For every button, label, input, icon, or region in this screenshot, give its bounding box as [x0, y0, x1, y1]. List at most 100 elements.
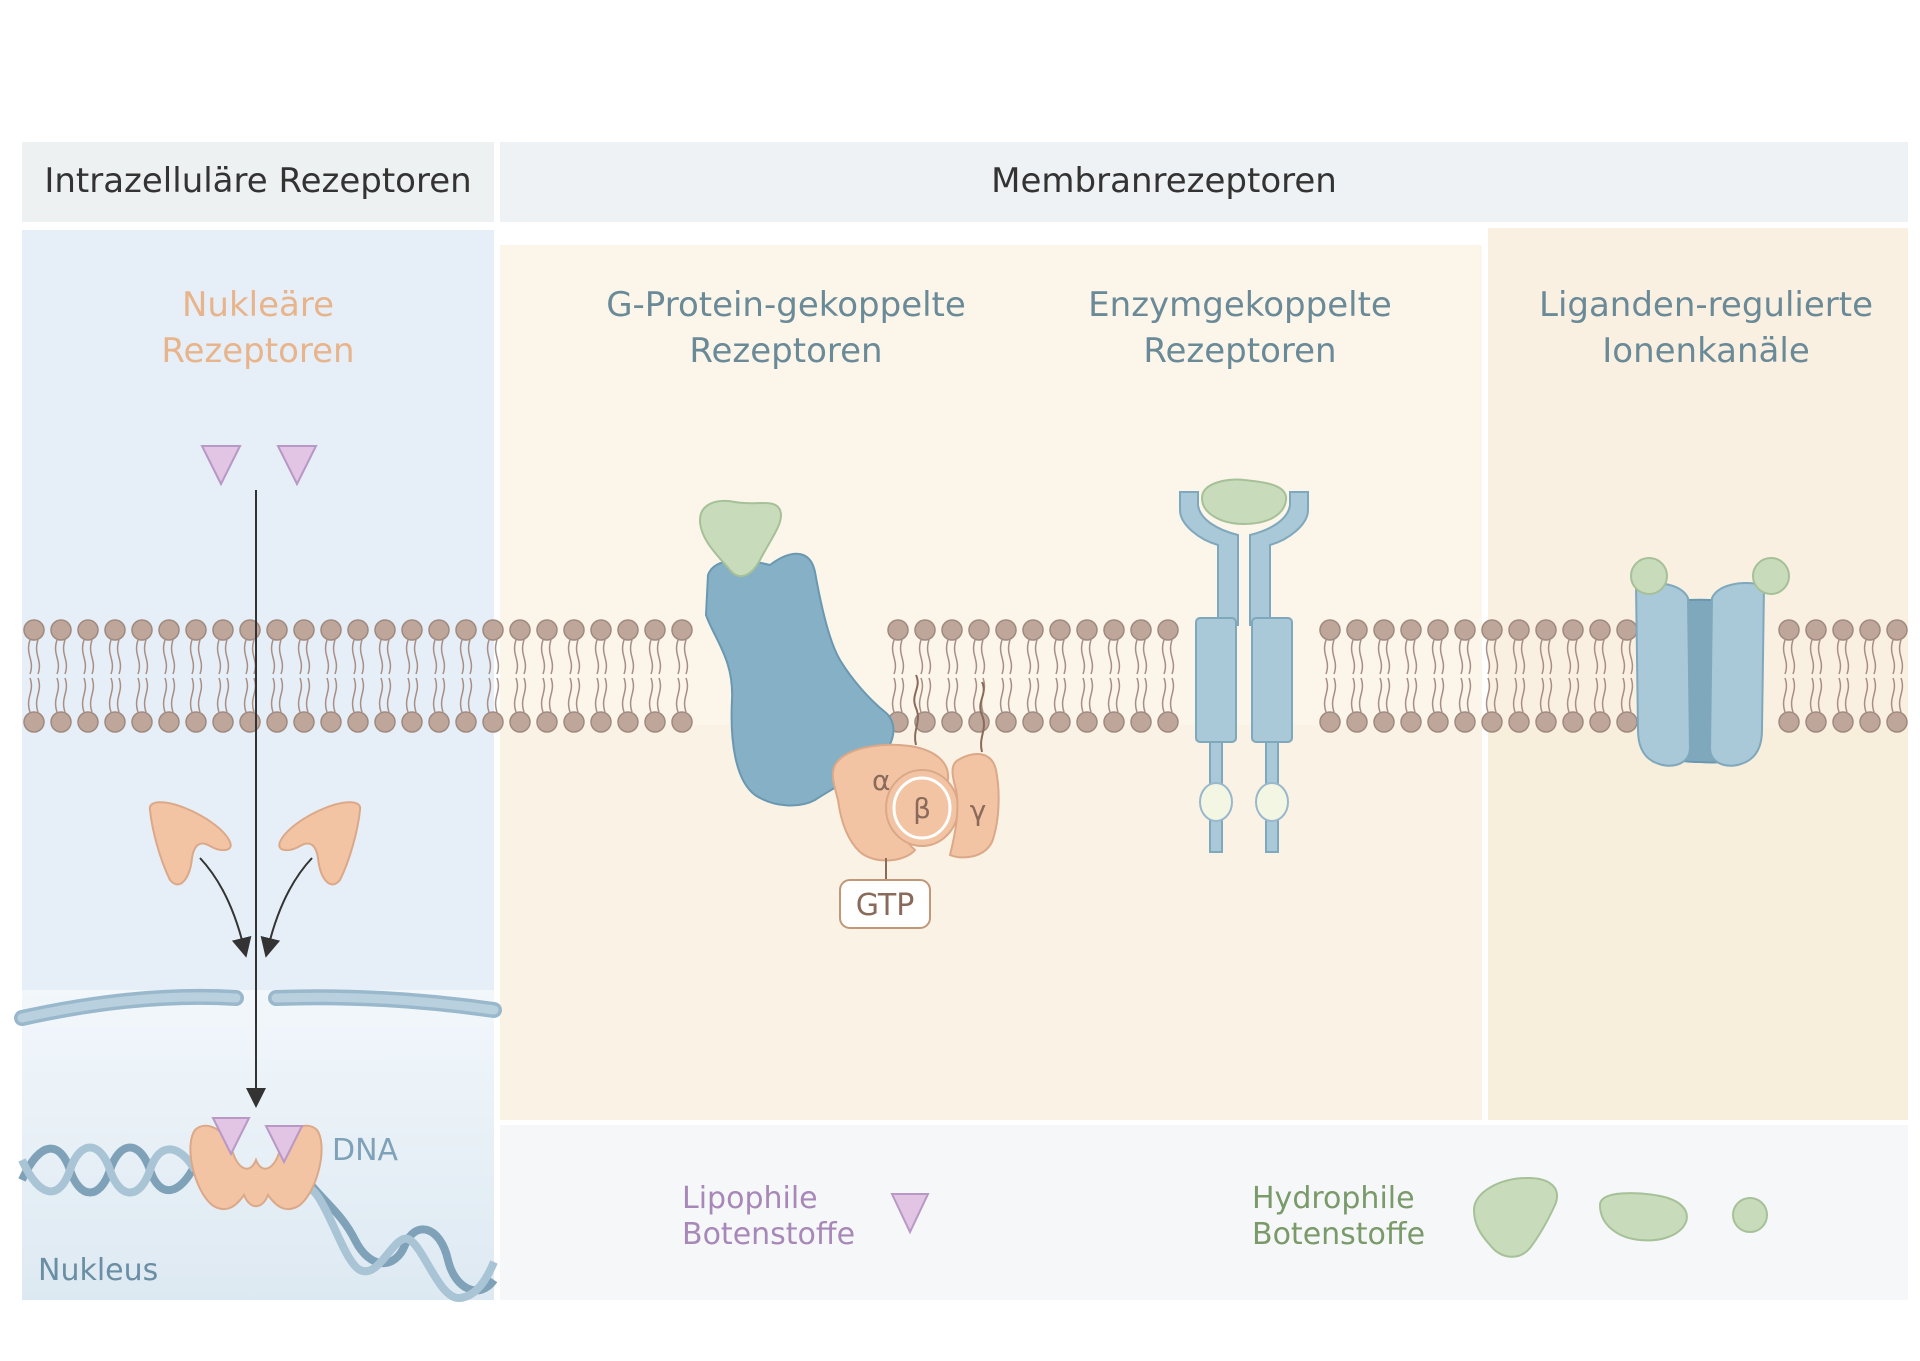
lipid-head	[1319, 619, 1341, 641]
lipid-head	[1427, 619, 1449, 641]
lipid-tail	[1439, 677, 1445, 713]
lipid-tail	[1817, 677, 1823, 713]
lipid-tail	[521, 639, 527, 675]
lipid-head	[1400, 619, 1422, 641]
lipid-tail	[135, 677, 141, 713]
lipid-tail	[224, 677, 230, 713]
lipid-tail	[899, 677, 905, 713]
lipid-tail	[1890, 639, 1896, 675]
lipid-tail	[1331, 677, 1337, 713]
lipid-head	[1832, 619, 1854, 641]
lipid-tail	[1115, 639, 1121, 675]
lipid-head	[347, 711, 369, 733]
lipid-head	[995, 619, 1017, 641]
lipid-head	[131, 711, 153, 733]
lipid-head	[1778, 711, 1800, 733]
lipid-head	[293, 619, 315, 641]
lipid-tail	[135, 639, 141, 675]
lipid-head	[671, 711, 693, 733]
lipid-head	[1481, 619, 1503, 641]
lipid-head	[212, 711, 234, 733]
lipid-head	[158, 711, 180, 733]
lipid-tail	[413, 639, 419, 675]
label-dna: DNA	[332, 1133, 399, 1168]
dna-strand	[18, 1143, 199, 1197]
title-enzyme-line1: Enzymgekoppelte	[1088, 285, 1392, 325]
lipid-tail	[1493, 677, 1499, 713]
lipid-tail	[1034, 677, 1040, 713]
lipid-head	[671, 619, 693, 641]
lipid-tail	[1566, 677, 1572, 713]
legend-lipophile-icon	[890, 1193, 930, 1235]
lipid-tail	[1053, 677, 1059, 713]
lipid-tail	[1061, 677, 1067, 713]
lipid-tail	[108, 677, 114, 713]
lipid-tail	[305, 677, 311, 713]
lipid-tail	[953, 639, 959, 675]
lipid-head	[104, 619, 126, 641]
lipid-tail	[648, 639, 654, 675]
lipid-head	[1589, 619, 1611, 641]
lipid-head	[320, 711, 342, 733]
lipid-tail	[189, 639, 195, 675]
legend-hydrophile-line2: Botenstoffe	[1252, 1217, 1425, 1252]
title-ion-line1: Liganden-regulierte	[1539, 285, 1873, 325]
lipid-tail	[1385, 677, 1391, 713]
lipid-tail	[629, 639, 635, 675]
lipid-head	[1022, 711, 1044, 733]
lipid-head	[563, 711, 585, 733]
lipid-head	[1103, 711, 1125, 733]
lipid-head	[158, 619, 180, 641]
lipid-head	[536, 619, 558, 641]
lipid-tail	[486, 677, 492, 713]
lipid-tail	[1520, 639, 1526, 675]
lipid-head	[293, 711, 315, 733]
lipid-tail	[108, 639, 114, 675]
lipid-tail	[1547, 677, 1553, 713]
lipid-tail	[216, 639, 222, 675]
lipid-tail	[1593, 677, 1599, 713]
lipid-tail	[143, 639, 149, 675]
lipid-head	[1805, 619, 1827, 641]
lipid-tail	[1161, 677, 1167, 713]
lipid-tail	[1871, 677, 1877, 713]
lipid-tail	[548, 677, 554, 713]
lipid-head	[428, 619, 450, 641]
lipid-tail	[297, 677, 303, 713]
lipid-tail	[1377, 639, 1383, 675]
bound-lipophile-ligand-icon	[211, 1117, 251, 1157]
lipid-tail	[1620, 677, 1626, 713]
lipid-tail	[1385, 639, 1391, 675]
lipid-head	[1049, 711, 1071, 733]
lipid-tail	[1790, 677, 1796, 713]
lipid-tail	[170, 677, 176, 713]
lipid-tail	[1871, 639, 1877, 675]
lipid-head	[590, 619, 612, 641]
lipid-head	[1049, 619, 1071, 641]
lipid-tail	[575, 639, 581, 675]
lipid-tail	[1088, 677, 1094, 713]
lipid-tail	[999, 639, 1005, 675]
lipid-tail	[567, 639, 573, 675]
lipid-head	[1373, 711, 1395, 733]
lipid-head	[644, 619, 666, 641]
lipid-tail	[1512, 639, 1518, 675]
lipid-tail	[1520, 677, 1526, 713]
lipid-head	[617, 711, 639, 733]
nuclear-envelope-right-highlight	[271, 992, 499, 1015]
lipid-tail	[197, 677, 203, 713]
lipid-tail	[62, 677, 68, 713]
lipid-tail	[440, 677, 446, 713]
lipid-tail	[1836, 677, 1842, 713]
nuclear-receptor-icon	[278, 801, 362, 886]
lipid-tail	[359, 639, 365, 675]
lipid-tail	[1485, 677, 1491, 713]
g-protein-beta-inner	[892, 776, 952, 840]
lipid-tail	[972, 677, 978, 713]
lipid-head	[968, 711, 990, 733]
lipid-tail	[1863, 639, 1869, 675]
lipid-head	[401, 711, 423, 733]
lipid-head	[104, 711, 126, 733]
lipid-tail	[621, 639, 627, 675]
lipid-tail	[675, 639, 681, 675]
